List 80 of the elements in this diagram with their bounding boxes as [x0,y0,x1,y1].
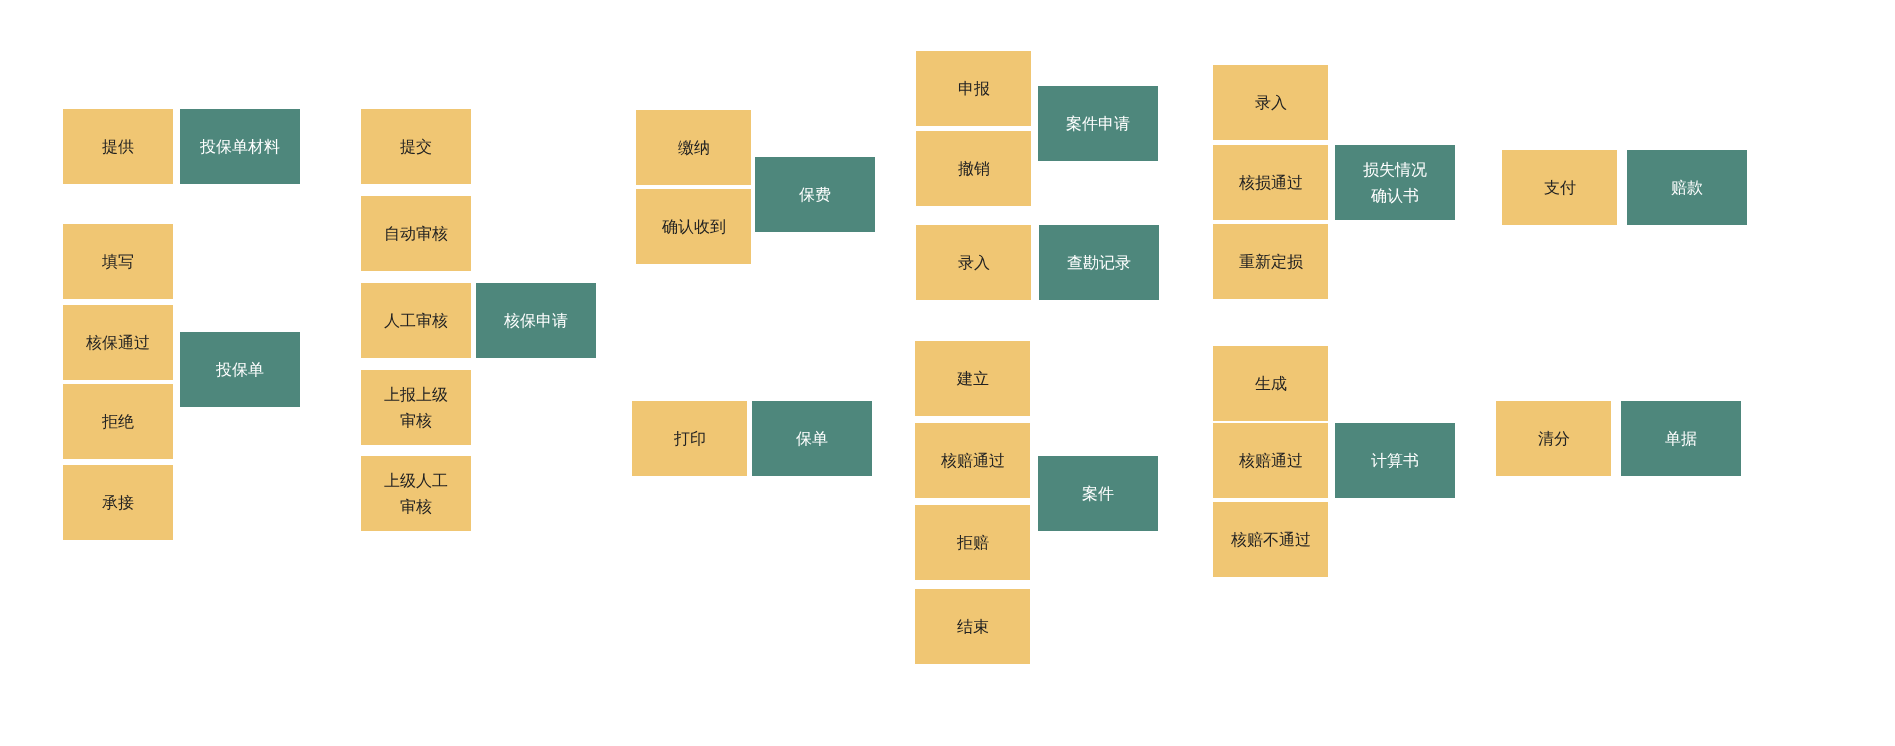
note-text: 填写 [102,251,134,272]
command-sticky-note [636,189,751,264]
note-text: 提交 [400,136,432,157]
note-text: 核损通过 [1238,172,1303,193]
command-sticky-note [1213,145,1328,220]
note-text: 案件 [1082,483,1114,504]
note-text: 录入 [1254,92,1287,113]
command-sticky-note [1213,65,1328,140]
note-text: 上报上级审核 [383,384,449,431]
command-sticky-note [1502,150,1617,225]
command-sticky-note [361,109,471,184]
command-sticky-note [916,51,1031,126]
command-sticky-note [361,196,471,271]
note-text: 申报 [957,78,990,99]
note-text: 拒绝 [102,411,134,432]
note-text: 拒赔 [956,532,989,553]
aggregate-sticky-note [755,157,875,232]
note-text: 查勘记录 [1067,252,1131,273]
note-text: 支付 [1543,177,1576,198]
note-text: 赔款 [1671,177,1703,198]
note-text: 核保申请 [504,310,568,331]
note-text: 打印 [673,428,706,449]
command-sticky-note [63,224,173,299]
command-sticky-note [632,401,747,476]
note-text: 人工审核 [384,310,448,331]
command-sticky-note [915,589,1030,664]
aggregate-sticky-note [180,332,300,407]
aggregate-sticky-note [1038,86,1158,161]
note-text: 投保单 [216,359,264,380]
note-text: 承接 [102,492,134,513]
note-text: 确认收到 [661,216,726,237]
aggregate-sticky-note [752,401,872,476]
command-sticky-note [63,305,173,380]
command-sticky-note [1213,502,1328,577]
command-sticky-note [916,225,1031,300]
aggregate-sticky-note [180,109,300,184]
command-sticky-note [63,384,173,459]
command-sticky-note [63,465,173,540]
aggregate-sticky-note [1038,456,1158,531]
note-text: 核赔通过 [1238,450,1303,471]
note-text: 建立 [956,368,989,389]
command-sticky-note [1213,346,1328,421]
note-text: 单据 [1665,428,1697,449]
command-sticky-note [915,341,1030,416]
note-text: 计算书 [1371,450,1419,471]
command-sticky-note [1213,224,1328,299]
aggregate-sticky-note [1039,225,1159,300]
command-sticky-note [1496,401,1611,476]
note-text: 缴纳 [677,137,710,158]
note-text: 保费 [799,184,831,205]
aggregate-sticky-note [1335,423,1455,498]
note-text: 撤销 [957,158,990,179]
command-sticky-note [916,131,1031,206]
command-sticky-note [915,505,1030,580]
note-text: 重新定损 [1238,251,1303,272]
command-sticky-note [361,456,471,531]
note-text: 核赔通过 [940,450,1005,471]
command-sticky-note [636,110,751,185]
command-sticky-note [361,370,471,445]
note-text: 自动审核 [384,223,448,244]
note-text: 结束 [956,616,989,637]
command-sticky-note [1213,423,1328,498]
note-text: 保单 [796,428,828,449]
command-sticky-note [63,109,173,184]
note-text: 上级人工审核 [383,470,449,517]
command-sticky-note [361,283,471,358]
command-sticky-note [915,423,1030,498]
note-text: 核赔不通过 [1230,529,1311,550]
aggregate-sticky-note [476,283,596,358]
note-text: 生成 [1254,373,1287,394]
note-text: 录入 [957,252,990,273]
aggregate-sticky-note [1627,150,1747,225]
note-text: 核保通过 [86,332,150,353]
note-text: 案件申请 [1066,113,1130,134]
note-text: 投保单材料 [200,136,280,157]
note-text: 清分 [1537,428,1570,449]
note-text: 损失情况确认书 [1362,159,1428,206]
aggregate-sticky-note [1335,145,1455,220]
aggregate-sticky-note [1621,401,1741,476]
note-text: 提供 [102,136,134,157]
